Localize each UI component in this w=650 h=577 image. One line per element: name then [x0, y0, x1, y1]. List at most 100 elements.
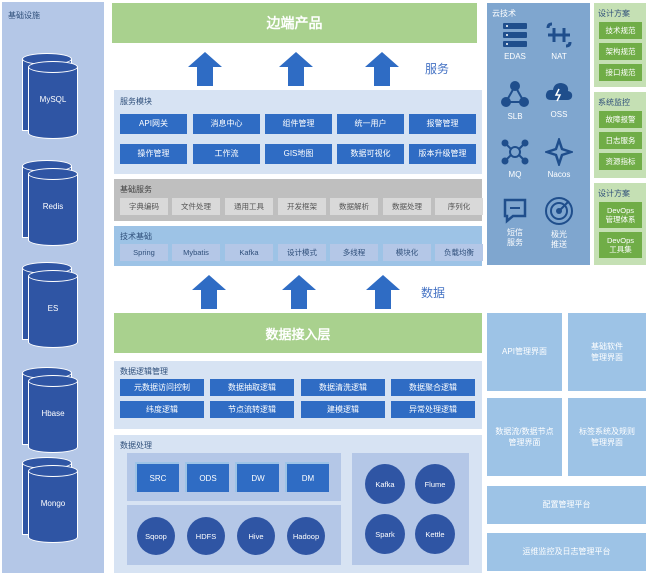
- devops-tag: DevOps 工具集: [599, 232, 642, 258]
- tech-base-title: 技术基础: [120, 232, 152, 241]
- cloud-service-label: OSS: [550, 110, 568, 119]
- cloud-service-item: OSS: [537, 80, 581, 120]
- basic-service-item: 开发框架: [278, 198, 326, 215]
- monitor-title: 系统监控: [598, 98, 630, 107]
- tech-base-item: 设计模式: [278, 244, 326, 261]
- data-logic-item: 异常处理逻辑: [391, 401, 475, 418]
- basic-service-item: 文件处理: [172, 198, 220, 215]
- data-logic-item: 建模逻辑: [301, 401, 385, 418]
- monitor-tag: 资源指标: [599, 153, 642, 170]
- devops-tag: DevOps 管理体系: [599, 202, 642, 228]
- edge-product-bar: 边端产品: [112, 3, 477, 43]
- data-label: 数据: [421, 286, 446, 300]
- tech-base-item: 负载均衡: [435, 244, 483, 261]
- tag-system-management-ui: 标签系统及规则 管理界面: [568, 398, 646, 476]
- up-arrow-icon: [279, 52, 313, 86]
- design-spec-tag: 架构规范: [599, 43, 642, 60]
- data-access-bar: 数据接入层: [114, 313, 482, 353]
- data-tool-node: Hadoop: [287, 517, 325, 555]
- api-management-ui: API管理界面: [487, 313, 562, 391]
- data-logic-item: 元数据访问控制: [120, 379, 204, 396]
- database-label: Hbase: [41, 409, 65, 418]
- network-nodes-icon: [493, 80, 537, 108]
- data-tool-node: Sqoop: [137, 517, 175, 555]
- basic-service-title: 基础服务: [120, 185, 152, 194]
- design-spec-tag: 接口规范: [599, 64, 642, 81]
- database-label: Mongo: [40, 499, 66, 508]
- sms-icon: [493, 196, 537, 224]
- cloud-storage-icon: [537, 80, 581, 106]
- data-layer-node: DW: [235, 462, 279, 492]
- service-module-item: GIS地图: [265, 144, 332, 164]
- cloud-title: 云技术: [492, 9, 516, 18]
- ops-monitoring-platform: 运维监控及日志管理平台: [487, 533, 646, 571]
- service-module-item: 版本升级管理: [409, 144, 476, 164]
- service-module-title: 服务模块: [120, 97, 152, 106]
- data-logic-title: 数据逻辑管理: [120, 367, 168, 376]
- cloud-service-label: EDAS: [504, 52, 526, 61]
- database-cylinder: Redis: [22, 160, 80, 246]
- basic-service-item: 数据解析: [330, 198, 378, 215]
- nacos-icon: [537, 138, 581, 166]
- data-engine-node: Spark: [365, 514, 405, 554]
- edge-product-title: 边端产品: [266, 15, 323, 31]
- design-title-2: 设计方案: [598, 189, 630, 198]
- database-cylinder: ES: [22, 262, 80, 348]
- data-engine-node: Flume: [415, 464, 455, 504]
- cloud-service-item: MQ: [493, 138, 537, 180]
- cloud-service-item: NAT: [537, 22, 581, 62]
- tech-base-item: Kafka: [225, 244, 273, 261]
- service-module-item: 操作管理: [120, 144, 187, 164]
- basic-service-item: 序列化: [435, 198, 483, 215]
- cloud-service-item: 短信 服务: [493, 196, 537, 249]
- cloud-service-item: Nacos: [537, 138, 581, 180]
- cloud-service-label: 极光 推送: [551, 230, 567, 250]
- service-module-item: 报警管理: [409, 114, 476, 134]
- service-module-item: 数据可视化: [337, 144, 404, 164]
- cloud-service-item: EDAS: [493, 22, 537, 62]
- base-software-management-ui: 基础软件 管理界面: [568, 313, 646, 391]
- up-arrow-icon: [282, 275, 316, 309]
- data-logic-item: 数据聚合逻辑: [391, 379, 475, 396]
- data-engine-node: Kettle: [415, 514, 455, 554]
- radar-icon: [537, 196, 581, 226]
- data-processing-title: 数据处理: [120, 441, 152, 450]
- cloud-service-item: 极光 推送: [537, 196, 581, 251]
- data-tool-node: Hive: [237, 517, 275, 555]
- data-logic-item: 节点流转逻辑: [210, 401, 294, 418]
- database-label: MySQL: [39, 95, 67, 104]
- tech-base-item: Mybatis: [172, 244, 220, 261]
- design-spec-tag: 技术规范: [599, 22, 642, 39]
- database-cylinder: Mongo: [22, 457, 80, 543]
- service-module-item: API网关: [120, 114, 187, 134]
- basic-service-item: 字典编码: [120, 198, 168, 215]
- data-layer-node: SRC: [135, 462, 179, 492]
- dataflow-management-ui: 数据流/数据节点 管理界面: [487, 398, 562, 476]
- cloud-service-item: SLB: [493, 80, 537, 122]
- config-management-platform: 配置管理平台: [487, 486, 646, 524]
- infrastructure-title: 基础设施: [8, 11, 40, 20]
- basic-service-item: 数据处理: [383, 198, 431, 215]
- monitor-tag: 日志服务: [599, 132, 642, 149]
- database-cylinder: Hbase: [22, 367, 80, 453]
- data-logic-item: 纬度逻辑: [120, 401, 204, 418]
- data-engine-node: Kafka: [365, 464, 405, 504]
- up-arrow-icon: [188, 52, 222, 86]
- monitor-tag: 故障报警: [599, 111, 642, 128]
- database-cylinder: MySQL: [22, 53, 80, 139]
- data-tool-node: HDFS: [187, 517, 225, 555]
- server-stack-icon: [493, 22, 537, 48]
- service-module-item: 统一用户: [337, 114, 404, 134]
- database-label: Redis: [42, 202, 64, 211]
- cloud-service-label: Nacos: [547, 170, 571, 179]
- basic-service-item: 通用工具: [225, 198, 273, 215]
- data-layer-node: DM: [285, 462, 329, 492]
- design-title-1: 设计方案: [598, 9, 630, 18]
- data-logic-item: 数据清洗逻辑: [301, 379, 385, 396]
- service-module-item: 组件管理: [265, 114, 332, 134]
- database-label: ES: [47, 304, 59, 313]
- data-access-title: 数据接入层: [265, 326, 331, 342]
- data-logic-item: 数据抽取逻辑: [210, 379, 294, 396]
- message-queue-icon: [493, 138, 537, 166]
- service-label: 服务: [425, 62, 450, 76]
